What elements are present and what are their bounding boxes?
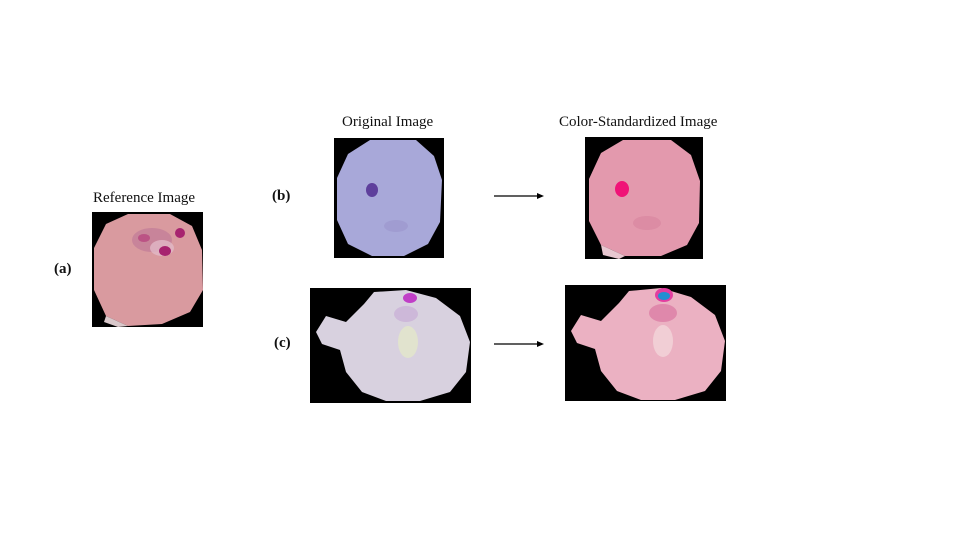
label-b: (b)	[272, 188, 291, 204]
original-cell-image-c	[310, 288, 471, 403]
standardized-cell-image-b	[585, 137, 703, 259]
original-cell-image-b	[334, 138, 444, 258]
label-c: (c)	[274, 335, 291, 351]
reference-image-caption: Reference Image	[93, 190, 196, 206]
arrow-c	[494, 339, 544, 349]
original-image-caption: Original Image	[342, 114, 434, 130]
arrow-b	[494, 191, 544, 201]
standardized-cell-image-c	[565, 285, 726, 401]
reference-cell-image	[92, 212, 203, 327]
label-a: (a)	[54, 261, 72, 277]
color-standardized-image-caption: Color-Standardized Image	[559, 114, 718, 130]
